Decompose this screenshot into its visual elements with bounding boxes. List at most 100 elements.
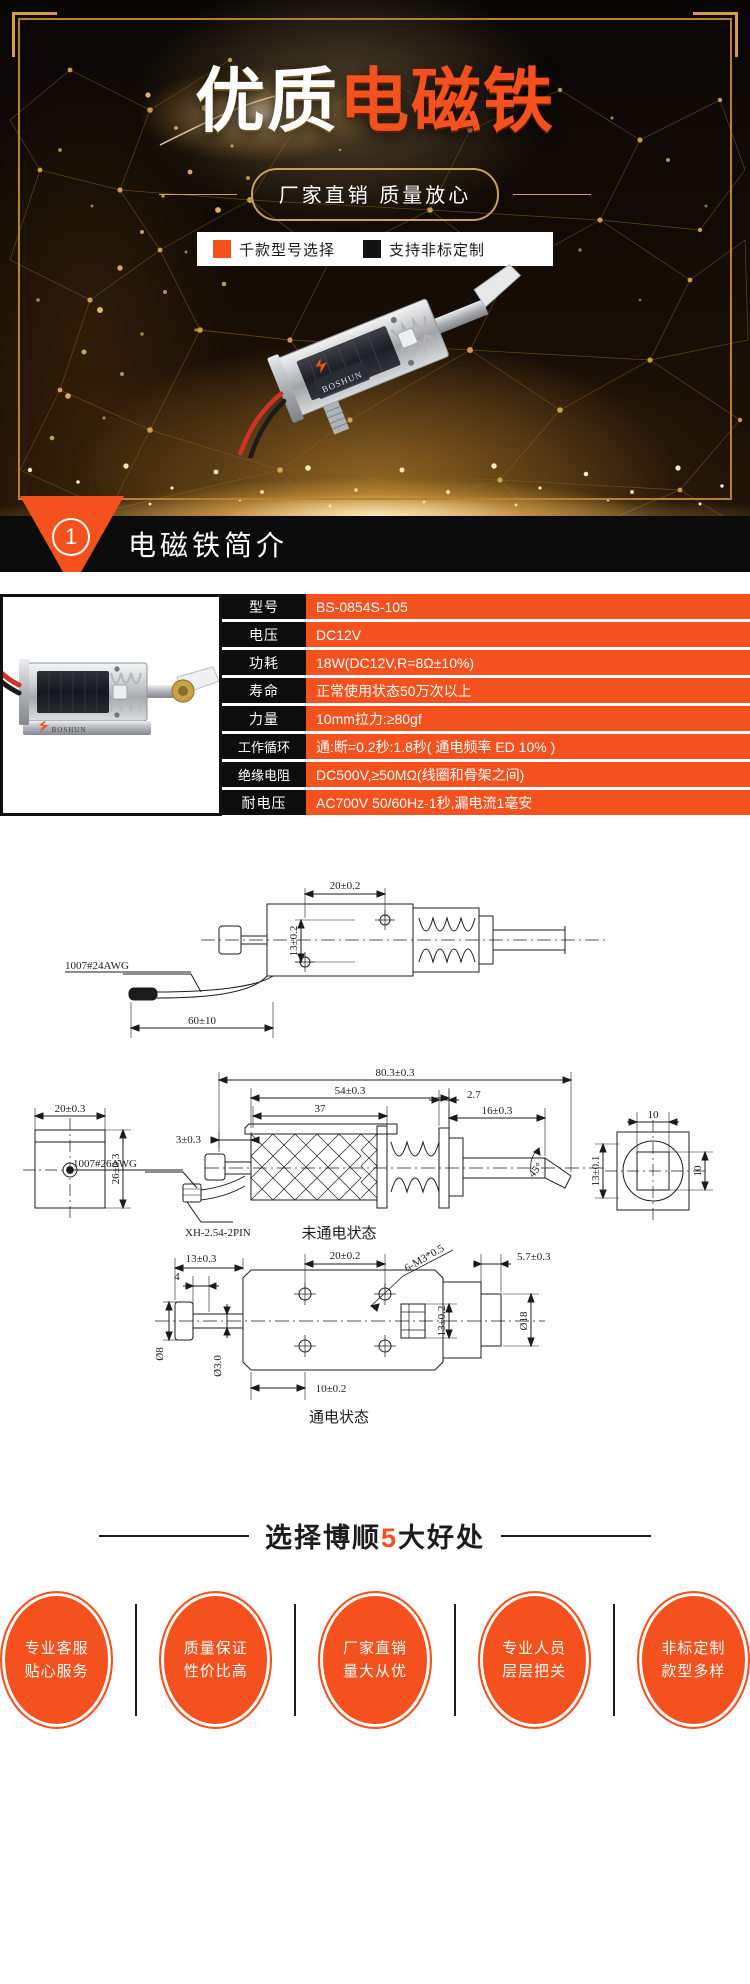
dim-right-13: 13±0.1 [590,1156,602,1187]
drawing-bottom-view: 13±0.3 4 Ø8 [154,1242,551,1426]
dim-main-54: 54±0.3 [335,1085,366,1097]
spec-value-withstand-voltage: AC700V 50/60Hz-1秒,漏电流1毫安 [306,790,750,815]
spec-key-force: 力量 [222,706,306,731]
section-header-bar: 1 电磁铁简介 [0,496,750,572]
spec-value-power: 18W(DC12V,R=8Ω±10%) [306,650,750,675]
spec-row-insulation: 绝缘电阻 DC500V,≥50MΩ(线圈和骨架之间) [222,762,750,787]
spec-row-power: 功耗 18W(DC12V,R=8Ω±10%) [222,650,750,675]
dim-main-803: 80.3±0.3 [375,1067,415,1079]
benefits-separator [135,1604,138,1716]
section-number-badge: 1 [52,518,90,556]
dim-bottom-20: 20±0.2 [330,1250,361,1262]
dim-bottom-10: 10±0.2 [316,1383,347,1395]
technical-drawing: 20±0.2 13±0.2 1007#24AWG [23,880,713,1426]
benefit-service-line1: 专业客服 [24,1639,89,1657]
dim-bottom-d8: Ø8 [154,1347,166,1361]
hero-banner: 优质电磁铁 厂家直销 质量放心 千款型号选择 支持非标定制 [0,0,750,572]
benefits-separator [294,1604,297,1716]
benefit-factory-line1: 厂家直销 [342,1639,407,1657]
hero-title-orange: 电磁铁 [339,62,555,140]
dim-top-13: 13±0.2 [288,926,300,957]
spec-row-withstand-voltage: 耐电压 AC700V 50/60Hz-1秒,漏电流1毫安 [222,790,750,815]
caption-powered: 通电状态 [309,1408,369,1426]
benefit-custom-line1: 非标定制 [661,1639,726,1657]
dim-main-3: 3±0.3 [176,1134,202,1146]
dim-main-27: 2.7 [467,1089,481,1101]
benefit-quality-line1: 质量保证 [183,1639,248,1657]
dim-right-side: 10 [692,1165,704,1177]
hero-tag-bar: 千款型号选择 支持非标定制 [197,232,553,266]
benefits-rule-right [501,1534,652,1537]
spec-key-duty-cycle: 工作循环 [222,734,306,759]
hero-tag-custom: 支持非标定制 [335,239,485,260]
dim-bottom-d30: Ø3.0 [212,1355,224,1377]
benefit-service-line2: 贴心服务 [24,1663,89,1680]
spec-value-life: 正常使用状态50万次以上 [306,678,750,703]
specification-inner: BOSHUN 型号 BS-0854S-105 电压 DC12V [0,594,750,816]
wire-label-main: 1007#26AWG [73,1158,137,1170]
spec-key-power: 功耗 [222,650,306,675]
svg-text:BOSHUN: BOSHUN [52,726,87,734]
spec-key-insulation: 绝缘电阻 [222,762,306,787]
hero-rule-right [513,194,592,195]
benefits-row: 专业客服 贴心服务 质量保证 性价比高 厂家直销 量大从优 专业人员 层层把关 … [0,1591,750,1729]
black-swatch-icon [363,240,382,258]
drawing-main-view: 80.3±0.3 54±0.3 37 [73,1067,605,1242]
dim-bottom-13-02: 13±0.2 [436,1306,448,1337]
benefit-item-quality[interactable]: 质量保证 性价比高 [159,1591,273,1729]
hero-title: 优质电磁铁 [0,66,750,136]
benefit-factory-line2: 量大从优 [342,1663,407,1680]
benefits-header: 选择博顺5大好处 [0,1516,750,1555]
spec-value-model: BS-0854S-105 [306,594,750,619]
dim-bottom-d18: Ø18 [518,1311,530,1330]
benefits-separator [453,1604,456,1716]
spec-row-life: 寿命 正常使用状态50万次以上 [222,678,750,703]
spec-value-force: 10mm拉力:≥80gf [306,706,750,731]
dim-main-45deg: 45° [526,1161,545,1180]
dim-bottom-57: 5.7±0.3 [517,1251,551,1263]
dim-bottom-13: 13±0.3 [186,1253,217,1265]
spec-value-voltage: DC12V [306,622,750,647]
dim-main-16: 16±0.3 [482,1105,513,1117]
hero-rule-left [158,194,237,195]
dim-right-top: 10 [648,1109,660,1121]
caption-unpowered: 未通电状态 [301,1224,376,1242]
dim-main-37: 37 [315,1103,327,1115]
spec-key-voltage: 电压 [222,622,306,647]
benefits-title-number: 5 [380,1523,399,1553]
drawing-left-view: 20±0.3 26±0.3 [23,1103,131,1220]
dim-top-60: 60±10 [188,1015,217,1027]
section-title: 电磁铁简介 [128,530,289,561]
benefit-custom-line2: 款型多样 [661,1663,726,1680]
technical-drawing-block: 20±0.2 13±0.2 1007#24AWG [0,816,750,1476]
benefits-title-suffix: 大好处 [398,1523,486,1553]
benefit-staff-line1: 专业人员 [502,1639,567,1657]
spec-key-life: 寿命 [222,678,306,703]
hero-product-photo: BOSHUN [238,264,522,458]
benefit-item-service[interactable]: 专业客服 贴心服务 [0,1591,114,1729]
benefits-separator [612,1604,615,1716]
orange-swatch-icon [213,240,231,258]
dim-left-width: 20±0.3 [55,1103,86,1115]
product-detail-page: 优质电磁铁 厂家直销 质量放心 千款型号选择 支持非标定制 [0,0,750,1781]
benefit-item-custom[interactable]: 非标定制 款型多样 [636,1591,750,1729]
hero-subtitle-row: 厂家直销 质量放心 [0,168,750,221]
dim-bottom-4: 4 [174,1271,180,1283]
hero-tag-models: 千款型号选择 [197,239,335,260]
benefits-rule-left [98,1534,249,1537]
hero-tag-models-label: 千款型号选择 [239,241,336,259]
hero-title-white: 优质 [195,62,339,140]
product-photo-card: BOSHUN [0,594,222,816]
specification-table: 型号 BS-0854S-105 电压 DC12V 功耗 18W(DC12V,R=… [222,594,750,816]
benefit-item-factory-direct[interactable]: 厂家直销 量大从优 [318,1591,432,1729]
dim-top-20: 20±0.2 [330,880,361,892]
drawing-top-view: 20±0.2 13±0.2 1007#24AWG [65,880,605,1038]
benefits-block: 选择博顺5大好处 专业客服 贴心服务 质量保证 性价比高 厂家直销 量大从优 专… [0,1476,750,1781]
spec-value-insulation: DC500V,≥50MΩ(线圈和骨架之间) [306,762,750,787]
spec-row-voltage: 电压 DC12V [222,622,750,647]
spec-value-duty-cycle: 通:断=0.2秒:1.8秒( 通电频率 ED 10% ) [306,734,750,759]
spec-row-duty-cycle: 工作循环 通:断=0.2秒:1.8秒( 通电频率 ED 10% ) [222,734,750,759]
hero-tag-custom-label: 支持非标定制 [389,241,486,259]
spec-key-model: 型号 [222,594,306,619]
benefit-item-staff[interactable]: 专业人员 层层把关 [477,1591,591,1729]
